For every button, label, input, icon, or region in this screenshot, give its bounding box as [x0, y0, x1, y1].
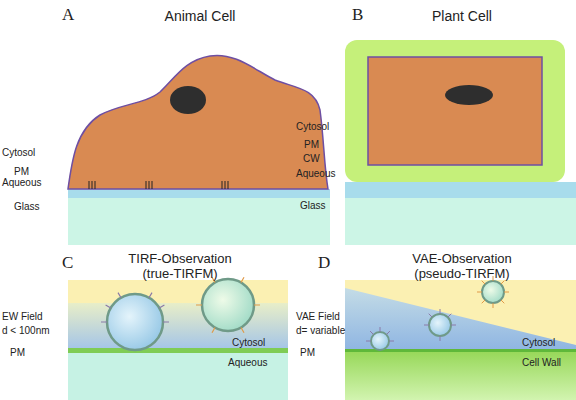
layer-label: Cytosol: [522, 337, 555, 349]
vesicle: [482, 281, 504, 303]
adhesion-marks: [89, 181, 228, 189]
animal-cell: [68, 55, 328, 189]
field-depth: d < 100nm: [2, 325, 50, 337]
layer-label: PM: [304, 139, 319, 151]
layer-label: Cell Wall: [522, 357, 561, 369]
aqueous-layer: [68, 189, 330, 198]
vesicle-proteins: [101, 293, 169, 322]
layer-label: Glass: [14, 201, 40, 213]
vesicle: [107, 294, 163, 350]
panel-letter: A: [62, 5, 74, 25]
layer-label: Aqueous: [228, 357, 267, 369]
layer-label: CW: [303, 153, 320, 165]
panel-title: TIRF-Observation (true-TIRFM): [115, 252, 245, 282]
panel-letter: B: [352, 5, 363, 25]
panel-letter: D: [318, 253, 330, 273]
plant-cell: [368, 57, 542, 165]
nucleus: [445, 85, 493, 105]
layer-label: PM: [10, 347, 25, 359]
layer-label: Cytosol: [296, 121, 329, 133]
vesicle: [429, 314, 451, 336]
vesicle-proteins: [366, 327, 394, 341]
layer-label: Aqueous: [296, 168, 335, 180]
cytosol-region: [68, 280, 288, 350]
panel-letter: C: [62, 253, 73, 273]
vesicle: [202, 279, 254, 331]
glass-layer: [345, 197, 576, 245]
cytosol-region: [345, 280, 576, 352]
vesicle-proteins: [424, 309, 456, 341]
field-depth: d= variable: [296, 325, 345, 337]
aqueous-layer: [345, 182, 576, 198]
field-label: EW Field: [2, 311, 43, 323]
vesicle-proteins: [196, 277, 260, 332]
layer-label: PM: [14, 166, 29, 178]
cell-wall-layer: [345, 352, 576, 400]
layer-label: Cytosol: [2, 147, 35, 159]
nucleus: [170, 86, 206, 114]
layer-label: Cytosol: [232, 337, 265, 349]
panel-title: Plant Cell: [412, 8, 512, 24]
cell-wall: [345, 40, 565, 182]
layer-label: Glass: [300, 200, 326, 212]
panel-title: VAE-Observation (pseudo-TIRFM): [392, 252, 532, 282]
layer-label: PM: [300, 347, 315, 359]
plasma-membrane: [68, 348, 288, 353]
aqueous-layer: [68, 353, 288, 400]
layer-label: Aqueous: [2, 177, 41, 189]
vae-field: [345, 288, 576, 352]
panel-title: Animal Cell: [150, 8, 250, 24]
glass-layer: [68, 197, 330, 245]
field-label: VAE Field: [296, 311, 340, 323]
evanescent-field: [68, 303, 288, 350]
vesicle: [371, 332, 389, 350]
